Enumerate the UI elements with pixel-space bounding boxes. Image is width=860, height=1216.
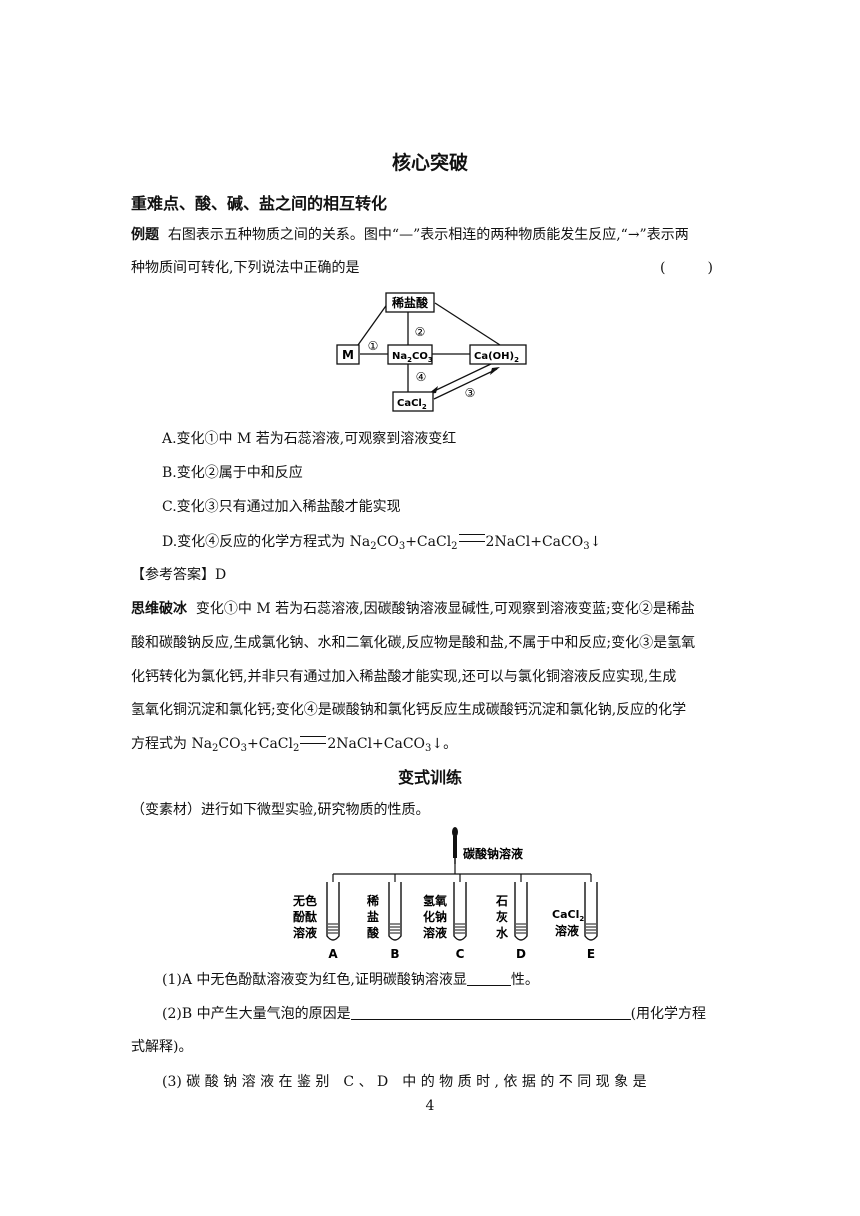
page-number: 4: [425, 1098, 435, 1114]
tube-d-letter: D: [516, 947, 526, 961]
test-tube-a: [326, 882, 340, 941]
analysis-line-2: 酸和碳酸钠反应,生成氯化钠、水和二氧化碳,反应物是酸和盐,不属于中和反应;变化③…: [131, 635, 696, 651]
tube-d-label-2: 灰: [496, 909, 508, 924]
variant-title: 变式训练: [397, 768, 462, 787]
arrow-line-1: [429, 362, 494, 394]
question-2-cont: 式解释)。: [131, 1039, 193, 1055]
answer-blank-2[interactable]: [350, 1005, 631, 1020]
tube-c-label-3: 溶液: [423, 925, 447, 940]
reference-answer: 【参考答案】D: [131, 567, 227, 583]
experiment-diagram: 碳酸钠溶液 无色 酚酞 溶液 稀 盐 酸 氢氧 化钠 溶液 石 灰 水 CaCl…: [292, 827, 598, 961]
tube-b-label-3: 酸: [367, 925, 380, 940]
example-text-2: 种物质间可转化,下列说法中正确的是: [131, 260, 360, 276]
analysis-line-3: 化钙转化为氯化钙,并非只有通过加入稀盐酸才能实现,还可以与氯化铜溶液反应实现,生…: [131, 669, 677, 685]
question-3: (3) 碳 酸 钠 溶 液 在 鉴 别 C 、 D 中 的 物 质 时 , 依 …: [162, 1074, 647, 1090]
box-cacl2: [392, 391, 434, 412]
arrow-line-2: [433, 368, 498, 400]
node-caoh2: Ca(OH)2: [474, 351, 519, 364]
dropper: [452, 827, 458, 864]
relation-diagram: 稀盐酸 M Na2CO3 Ca(OH)2 CaCl2 ① ② ③ ④: [336, 292, 527, 412]
tube-b-label-2: 盐: [367, 909, 379, 924]
tube-e-label-1: CaCl2: [552, 908, 584, 923]
option-b: B.变化②属于中和反应: [162, 465, 303, 481]
tube-b-letter: B: [390, 947, 399, 961]
label-2: ②: [415, 325, 426, 339]
line-m-hcl: [357, 302, 389, 346]
test-tube-c: [453, 882, 467, 941]
option-a: A.变化①中 M 若为石蕊溶液,可观察到溶液变红: [162, 431, 457, 447]
variant-intro: （变素材）进行如下微型实验,研究物质的性质。: [131, 802, 430, 818]
tube-a-label-3: 溶液: [293, 925, 317, 940]
tube-c-label-1: 氢氧: [423, 893, 447, 908]
distribution-lines: [332, 864, 592, 882]
question-1: (1)A 中无色酚酞溶液变为红色,证明碳酸钠溶液显性。: [162, 971, 539, 988]
arrow-head-2: [490, 367, 500, 375]
box-hcl: [385, 292, 435, 313]
example-text-1: 右图表示五种物质之间的关系。图中“—”表示相连的两种物质能发生反应,“→”表示两: [167, 227, 689, 243]
box-m: [336, 344, 360, 365]
example-line-1: 例题 右图表示五种物质之间的关系。图中“—”表示相连的两种物质能发生反应,“→”…: [131, 225, 689, 245]
tube-d-label-1: 石: [495, 894, 508, 908]
example-line-2: 种物质间可转化,下列说法中正确的是: [131, 258, 359, 278]
analysis-line-4: 氢氧化铜沉淀和氯化钙;变化④是碳酸钠和氯化钙反应生成碳酸钙沉淀和氯化钠,反应的化…: [131, 702, 687, 718]
test-tube-b: [388, 882, 402, 941]
node-na2co3: Na2CO3: [392, 351, 433, 364]
tube-a-label-1: 无色: [292, 893, 317, 908]
tube-a-letter: A: [328, 947, 338, 961]
tube-c-label-2: 化钠: [423, 909, 447, 924]
page-title: 核心突破: [391, 152, 468, 174]
analysis-label: 思维破冰: [131, 601, 187, 617]
tube-a-label-2: 酚酞: [293, 909, 317, 924]
equals-sign: [458, 534, 485, 542]
analysis-line-1: 思维破冰 变化①中 M 若为石蕊溶液,因碳酸钠溶液显碱性,可观察到溶液变蓝;变化…: [131, 601, 695, 617]
question-2: (2)B 中产生大量气泡的原因是(用化学方程: [162, 1005, 707, 1022]
tube-c-letter: C: [456, 947, 465, 961]
label-1: ①: [368, 339, 379, 353]
label-4: ④: [416, 370, 427, 384]
dropper-label: 碳酸钠溶液: [463, 846, 523, 861]
tube-e-letter: E: [587, 947, 595, 961]
node-m: M: [342, 348, 354, 362]
example-label: 例题: [131, 227, 159, 243]
test-tube-d: [514, 882, 528, 941]
tube-e-label-2: 溶液: [555, 923, 579, 938]
box-na2co3: [387, 344, 433, 365]
node-hcl: 稀盐酸: [392, 295, 429, 310]
tube-b-label-1: 稀: [367, 893, 379, 908]
section-heading: 重难点、酸、碱、盐之间的相互转化: [131, 194, 388, 213]
line-hcl-caoh2: [434, 302, 501, 346]
test-tube-e: [584, 882, 598, 941]
label-3: ③: [465, 386, 476, 400]
answer-bracket: ( ): [660, 260, 713, 276]
node-cacl2: CaCl2: [397, 398, 427, 411]
tube-d-label-3: 水: [496, 925, 509, 940]
box-caoh2: [469, 344, 527, 365]
option-c: C.变化③只有通过加入稀盐酸才能实现: [162, 499, 401, 515]
equals-sign: [300, 736, 327, 744]
answer-blank-1[interactable]: [466, 971, 511, 986]
